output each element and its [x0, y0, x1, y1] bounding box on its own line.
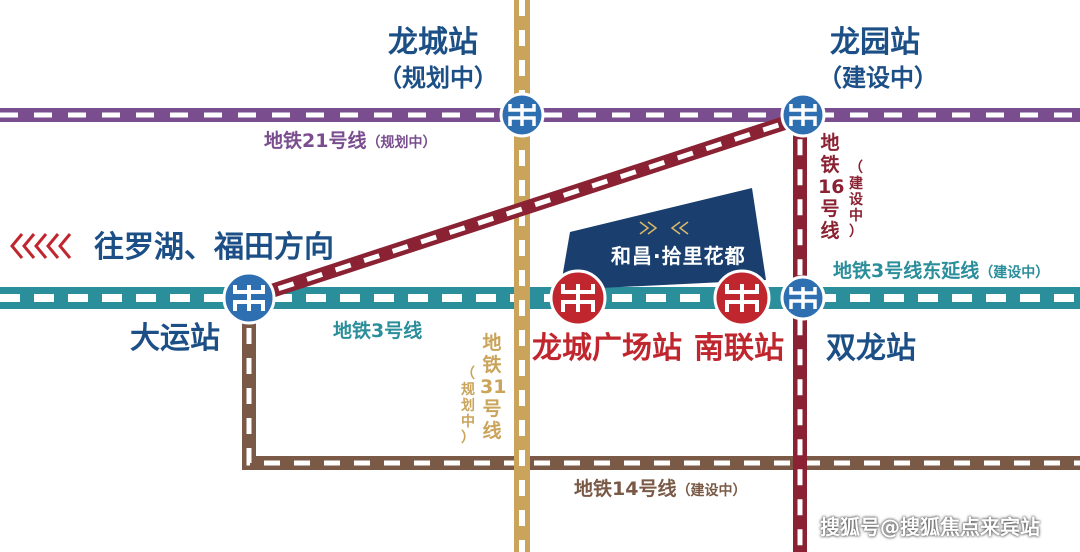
- station-icon-dayun: [222, 271, 276, 325]
- line-31-char-1: 铁: [482, 354, 502, 376]
- project-logo-icon: [639, 221, 689, 235]
- station-label-longcheng: 龙城站: [388, 25, 478, 60]
- station-icon-longyuan: [780, 92, 826, 138]
- line-21-name: 地铁21号线: [264, 130, 367, 152]
- line-3ext-name: 地铁3号线东延线: [833, 260, 980, 282]
- station-icon-longcheng: [499, 92, 545, 138]
- line-16-char-2: 16: [818, 176, 845, 198]
- line-16-label: 地 铁 16 号 线: [818, 132, 845, 242]
- line-16-status-3: 中: [849, 208, 863, 224]
- line-16-char-0: 地: [820, 132, 840, 154]
- line-31-status: （ 规 划 中 ）: [456, 366, 480, 446]
- line-16-status-2: 设: [849, 192, 863, 208]
- line-16-status-1: 建: [849, 176, 863, 192]
- direction-label: 往罗湖、福田方向: [94, 230, 334, 265]
- line-21-status: （规划中）: [366, 135, 437, 151]
- station-label-nanlian: 南联站: [694, 331, 784, 366]
- line-21-label: 地铁21号线（规划中）: [264, 132, 436, 151]
- project-name: 和昌·拾里花都: [611, 244, 746, 268]
- line-14-label: 地铁14号线（建设中）: [574, 480, 746, 499]
- station-icon-shuanglong: [780, 275, 826, 321]
- direction-chevron-icon: [10, 233, 72, 259]
- line-16-char-4: 线: [820, 220, 840, 242]
- line-16-status-0: （: [849, 160, 863, 176]
- line-31-label: 地 铁 31 号 线: [480, 332, 507, 442]
- station-label-longyuan: 龙园站: [830, 25, 920, 60]
- line-3ext-label: 地铁3号线东延线（建设中）: [833, 262, 1049, 281]
- line-31-status-0: （: [461, 366, 475, 382]
- line-31-char-4: 线: [482, 420, 502, 442]
- line-31-char-2: 31: [480, 376, 507, 398]
- line-16-status-4: ）: [849, 224, 863, 240]
- line-31-status-3: 中: [461, 414, 475, 430]
- line-3ext-status: （建设中）: [979, 265, 1050, 281]
- line-14-status: （建设中）: [676, 483, 747, 499]
- station-icon-nanlian: [713, 269, 771, 327]
- line-3-label: 地铁3号线: [333, 320, 423, 342]
- station-status-longcheng: （规划中）: [378, 64, 498, 92]
- station-label-longcheng-square: 龙城广场站: [532, 331, 682, 366]
- station-label-shuanglong: 双龙站: [826, 331, 916, 366]
- line-16-status: （ 建 设 中 ）: [844, 160, 868, 240]
- line-31-status-2: 划: [461, 398, 475, 414]
- watermark: 搜狐号@搜狐焦点来宾站: [820, 515, 1040, 539]
- line-16-char-3: 号: [820, 198, 840, 220]
- line-16-char-1: 铁: [820, 154, 840, 176]
- line-31-status-4: ）: [461, 430, 475, 446]
- line-31-char-3: 号: [482, 398, 502, 420]
- line-14-name: 地铁14号线: [574, 478, 677, 500]
- station-status-longyuan: （建设中）: [818, 64, 938, 92]
- station-icon-longcheng-square: [549, 269, 607, 327]
- line-31-char-0: 地: [482, 332, 502, 354]
- project-block: [560, 188, 766, 290]
- line-31-status-1: 规: [461, 382, 475, 398]
- station-label-dayun: 大运站: [130, 321, 220, 356]
